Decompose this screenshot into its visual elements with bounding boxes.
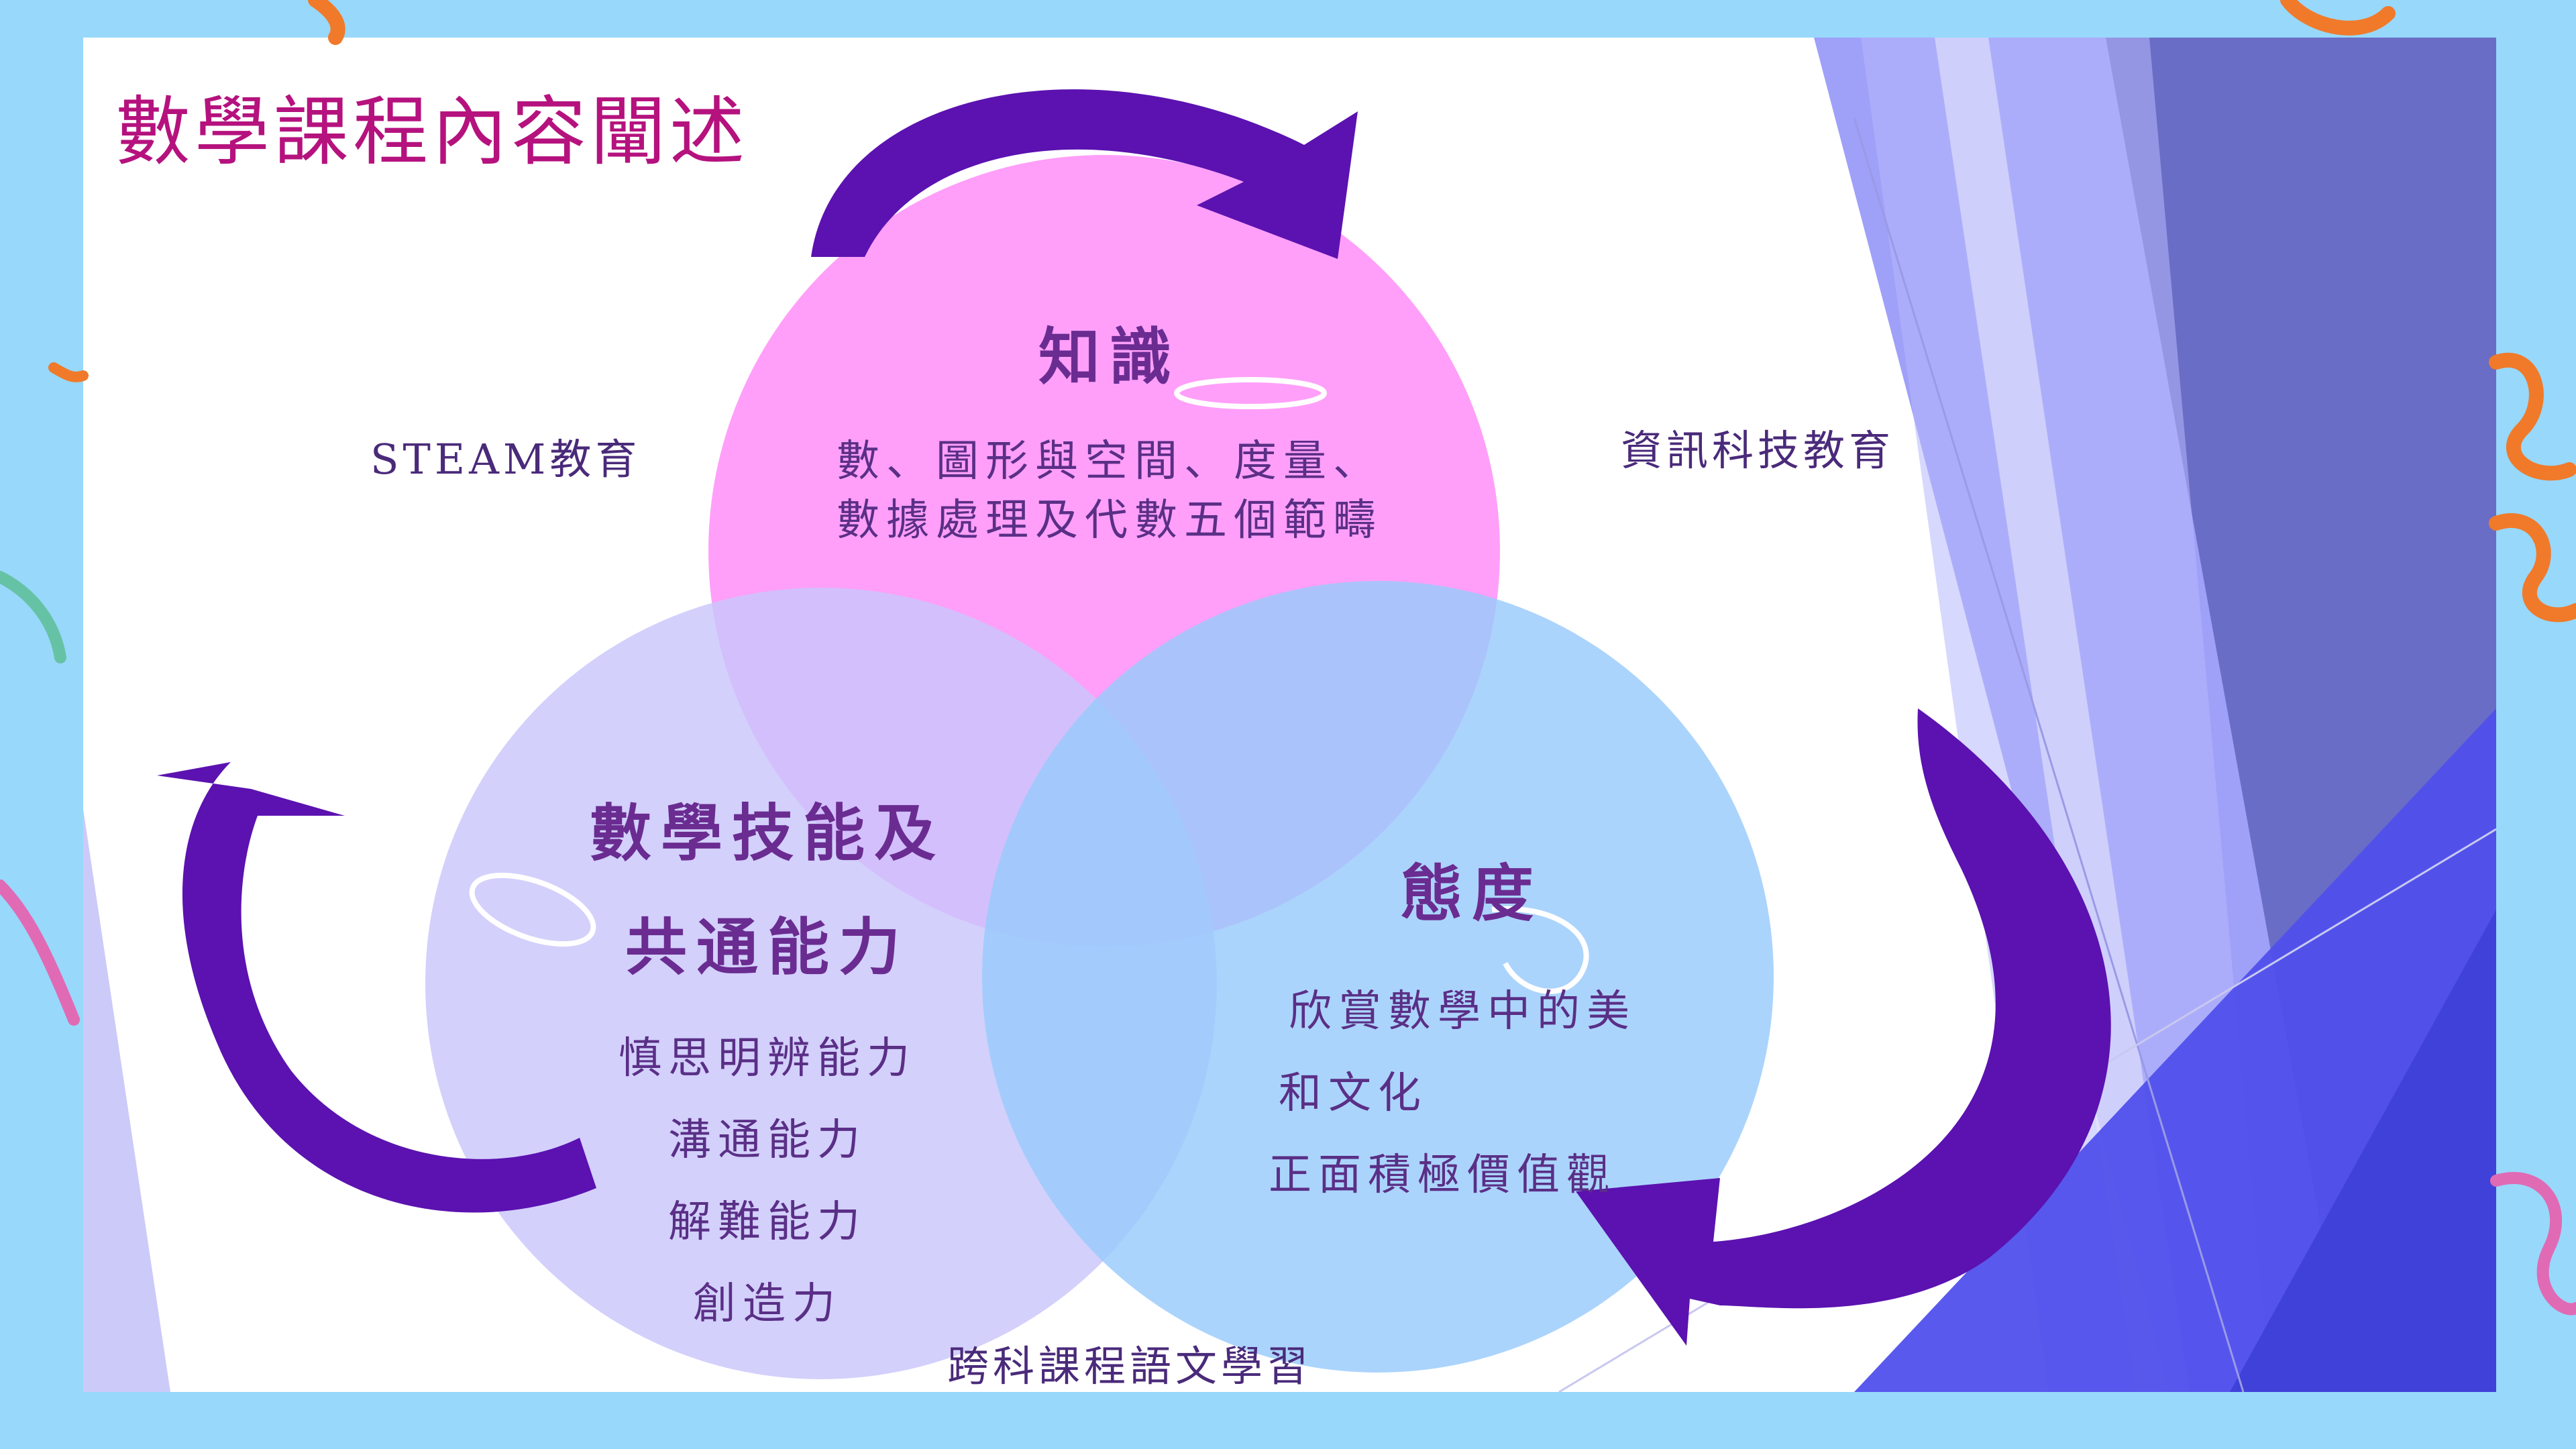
left-arrow (157, 762, 596, 1213)
skills-line: 解難能力 (668, 1197, 867, 1247)
slide-title: 數學課程內容闡述 (115, 89, 749, 176)
diagram-graphics (83, 38, 2496, 1392)
decorative-panels (83, 38, 2496, 1392)
attitude-line: 欣賞數學中的美 (1289, 987, 1636, 1036)
knowledge-line: 數據處理及代數五個範疇 (837, 496, 1383, 545)
top-arrow (811, 89, 1358, 259)
attitude-line: 和文化 (1279, 1069, 1428, 1118)
steam-label: STEAM教育 (370, 435, 641, 484)
swirl-decoration (469, 872, 596, 947)
attitude-line: 正面積極價值觀 (1269, 1150, 1616, 1200)
swirl-decoration (1174, 377, 1327, 409)
skills-circle (425, 588, 1217, 1379)
skills-heading: 數學技能及 (589, 797, 946, 869)
attitude-heading: 態度 (1400, 857, 1544, 930)
skills-line: 溝通能力 (668, 1116, 867, 1165)
ict-label: 資訊科技教育 (1621, 426, 1895, 475)
right-arrow (1576, 708, 2111, 1346)
skills-heading: 共通能力 (625, 911, 910, 983)
swirl-decoration (1491, 906, 1589, 994)
skills-line: 慎思明辨能力 (619, 1034, 916, 1083)
slide: 數學課程內容闡述 STEAM教育 資訊科技教育 跨科課程語文學習 知識 數、圖形… (83, 38, 2496, 1392)
skills-line: 創造力 (693, 1279, 842, 1329)
knowledge-heading: 知識 (1038, 321, 1181, 393)
cycle-arrows (157, 89, 2111, 1346)
attitude-circle (982, 581, 1774, 1373)
knowledge-line: 數、圖形與空間、度量、 (837, 437, 1383, 486)
cross-curricular-label: 跨科課程語文學習 (947, 1342, 1313, 1391)
